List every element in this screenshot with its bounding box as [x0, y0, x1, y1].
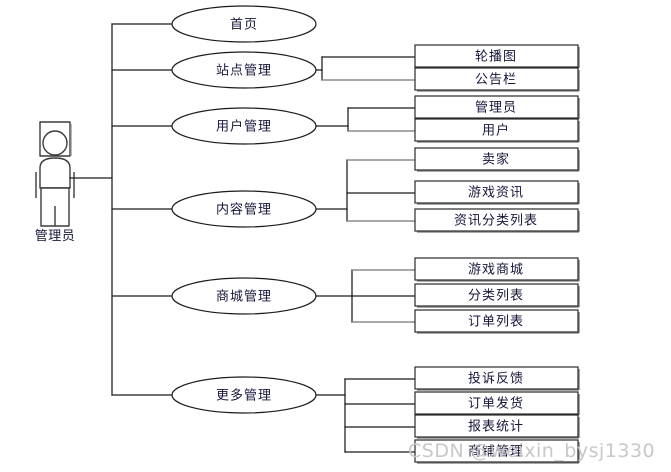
connector-content-management	[315, 159, 416, 222]
sub-box-news-category-list[interactable]: 资讯分类列表	[414, 208, 580, 233]
sub-box-bulletin-board[interactable]: 公告栏	[414, 67, 580, 92]
sub-box-game-news[interactable]: 游戏资讯	[414, 180, 580, 205]
sub-box-label: 游戏商城	[468, 263, 524, 278]
sub-box-label: 商铺管理	[468, 445, 524, 460]
sub-box-category-list[interactable]: 分类列表	[414, 283, 580, 308]
use-case-label: 首页	[230, 18, 258, 33]
use-case-label: 站点管理	[216, 64, 272, 79]
use-case-content-management[interactable]: 内容管理	[171, 190, 317, 228]
sub-box-order-list[interactable]: 订单列表	[414, 309, 580, 334]
sub-box-label: 轮播图	[475, 50, 517, 65]
sub-box-user[interactable]: 用户	[414, 118, 580, 143]
use-case-site-management[interactable]: 站点管理	[171, 51, 317, 89]
sub-box-complaint-feedback[interactable]: 投诉反馈	[414, 366, 580, 391]
use-case-label: 内容管理	[216, 202, 272, 218]
sub-box-seller[interactable]: 卖家	[414, 147, 580, 172]
sub-box-label: 用户	[482, 123, 510, 139]
sub-box-order-shipping[interactable]: 订单发货	[414, 391, 580, 416]
use-case-more-management[interactable]: 更多管理	[171, 376, 317, 414]
sub-box-label: 订单发货	[468, 396, 524, 412]
sub-box-label: 资讯分类列表	[454, 214, 538, 229]
connector-mall-management	[315, 269, 416, 323]
use-case-mall-management[interactable]: 商城管理	[171, 277, 317, 315]
use-case-label: 更多管理	[216, 388, 272, 404]
sub-box-label: 游戏资讯	[468, 186, 524, 201]
sub-box-carousel[interactable]: 轮播图	[414, 44, 580, 69]
sub-box-game-mall[interactable]: 游戏商城	[414, 257, 580, 282]
connector-more-management	[315, 378, 416, 453]
sub-box-label: 管理员	[475, 101, 517, 116]
use-case-home[interactable]: 首页	[171, 5, 317, 43]
sub-box-label: 分类列表	[468, 289, 524, 304]
actor-stick-figure-icon	[35, 121, 75, 227]
sub-box-label: 投诉反馈	[468, 371, 524, 387]
connector-site-management	[315, 56, 416, 81]
sub-box-label: 报表统计	[468, 420, 524, 435]
sub-box-shop-management[interactable]: 商铺管理	[414, 439, 580, 464]
sub-box-administrator[interactable]: 管理员	[414, 95, 580, 120]
use-case-user-management[interactable]: 用户管理	[171, 107, 317, 145]
connector-user-management	[315, 107, 416, 132]
use-case-label: 用户管理	[216, 119, 272, 135]
actor-label: 管理员	[35, 229, 76, 244]
sub-box-label: 公告栏	[475, 73, 517, 88]
sub-box-label: 卖家	[482, 152, 510, 168]
use-case-label: 商城管理	[216, 290, 272, 305]
sub-box-label: 订单列表	[468, 315, 524, 330]
sub-box-report-statistics[interactable]: 报表统计	[414, 414, 580, 439]
